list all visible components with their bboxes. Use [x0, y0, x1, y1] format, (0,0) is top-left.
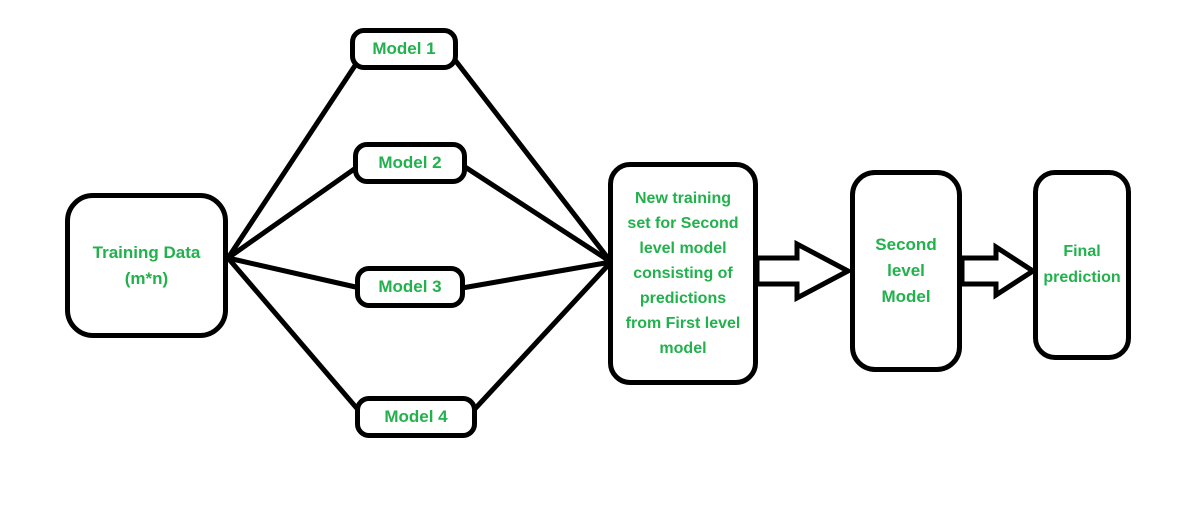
node-new-training-set: New training set for Second level model …	[608, 162, 758, 385]
node-training-data-label: Training Data (m*n)	[92, 242, 201, 288]
node-model-3: Model 3	[355, 266, 465, 308]
node-model-4-label: Model 4	[384, 407, 448, 426]
node-new-training-set-label: New training set for Second level model …	[625, 190, 741, 357]
connector-training-to-model-2	[226, 162, 362, 261]
node-model-2: Model 2	[353, 142, 467, 184]
node-model-4: Model 4	[355, 396, 477, 438]
flow-arrow-newset-to-second-level	[754, 239, 854, 303]
node-final-prediction-label: Final prediction	[1043, 243, 1121, 286]
node-second-level-model: Second level Model	[850, 170, 962, 372]
connector-model-1-to-newset	[453, 58, 613, 264]
node-model-1: Model 1	[350, 28, 458, 70]
connector-training-to-model-1	[225, 56, 363, 260]
node-model-1-label: Model 1	[372, 39, 436, 58]
flow-arrow-second-level-to-final	[959, 242, 1038, 300]
connector-training-to-model-4	[226, 256, 362, 414]
node-second-level-model-label: Second level Model	[875, 235, 937, 306]
connector-model-2-to-newset	[460, 162, 613, 265]
connector-model-4-to-newset	[470, 260, 613, 414]
node-training-data: Training Data (m*n)	[65, 193, 228, 338]
node-final-prediction: Final prediction	[1033, 170, 1131, 360]
node-model-3-label: Model 3	[378, 277, 442, 296]
connector-model-3-to-newset	[461, 259, 612, 291]
node-model-2-label: Model 2	[378, 153, 442, 172]
connector-training-to-model-3	[227, 255, 361, 291]
